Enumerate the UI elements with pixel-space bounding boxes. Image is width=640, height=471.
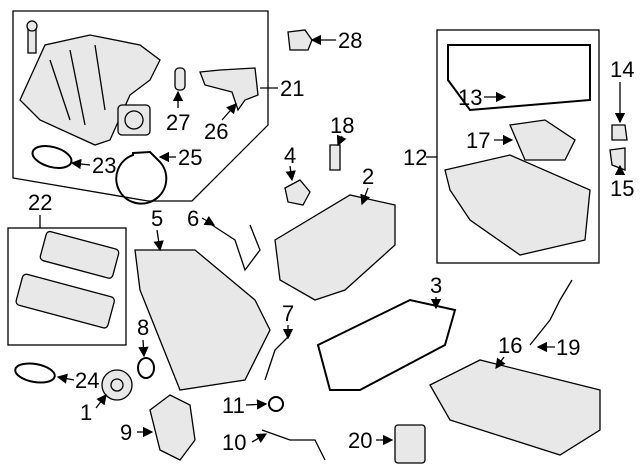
label-2: 2 [362,164,374,189]
water-outlet-26 [199,67,259,112]
clip-15 [609,147,626,171]
baffle-17 [509,119,576,161]
cap-4 [284,179,311,206]
o-ring-11 [268,396,284,412]
manifold-gaskets-22 [15,230,120,329]
gasket-7 [264,334,291,381]
balancer-1 [101,369,133,401]
gasket-3 [316,298,457,391]
gasket-6 [211,224,261,272]
label-8: 8 [137,315,149,340]
label-11: 11 [222,393,245,418]
sensor-28 [287,29,313,51]
oil-filter-20 [394,424,426,464]
oil-pan-group-box [436,29,600,264]
label-26: 26 [204,119,228,144]
label-23: 23 [92,153,116,178]
label-9: 9 [120,420,132,445]
label-27: 27 [166,110,190,135]
gasket-24 [14,362,56,384]
label-20: 20 [348,428,372,453]
gasket-23 [31,145,73,169]
label-17: 17 [466,128,490,153]
gasket-25 [115,150,168,205]
bolt [26,20,38,54]
label-15: 15 [610,176,634,201]
pickup-tube-10 [261,429,326,461]
gasket-group-box [7,227,127,346]
pcv-18 [329,144,341,171]
oil-pan-gasket-13 [447,44,591,112]
label-18: 18 [330,113,354,138]
label-22: 22 [28,190,52,215]
label-14: 14 [610,57,634,82]
label-28: 28 [338,28,362,53]
leader-lines [39,34,626,446]
label-5: 5 [151,206,163,231]
dipstick-tube-19 [529,279,573,346]
label-4: 4 [284,143,296,168]
valve-cover-2 [274,194,396,301]
seal-8 [137,357,155,379]
label-13: 13 [458,85,482,110]
label-19: 19 [556,335,580,360]
label-12: 12 [403,145,427,170]
intake-manifold [19,34,161,146]
label-21: 21 [280,76,304,101]
label-6: 6 [187,206,199,231]
o-ring-27 [174,67,186,91]
label-3: 3 [430,273,442,298]
label-24: 24 [75,368,99,393]
label-1: 1 [80,400,92,425]
label-16: 16 [498,333,522,358]
timing-cover-5 [134,249,271,391]
intake-group-box [12,10,269,202]
label-10: 10 [222,430,246,455]
label-7: 7 [282,301,294,326]
baffle-16 [429,359,601,456]
oil-pan-12 [444,154,591,256]
plug-14 [611,124,628,141]
oil-pump-9 [149,394,196,461]
label-25: 25 [178,145,202,170]
